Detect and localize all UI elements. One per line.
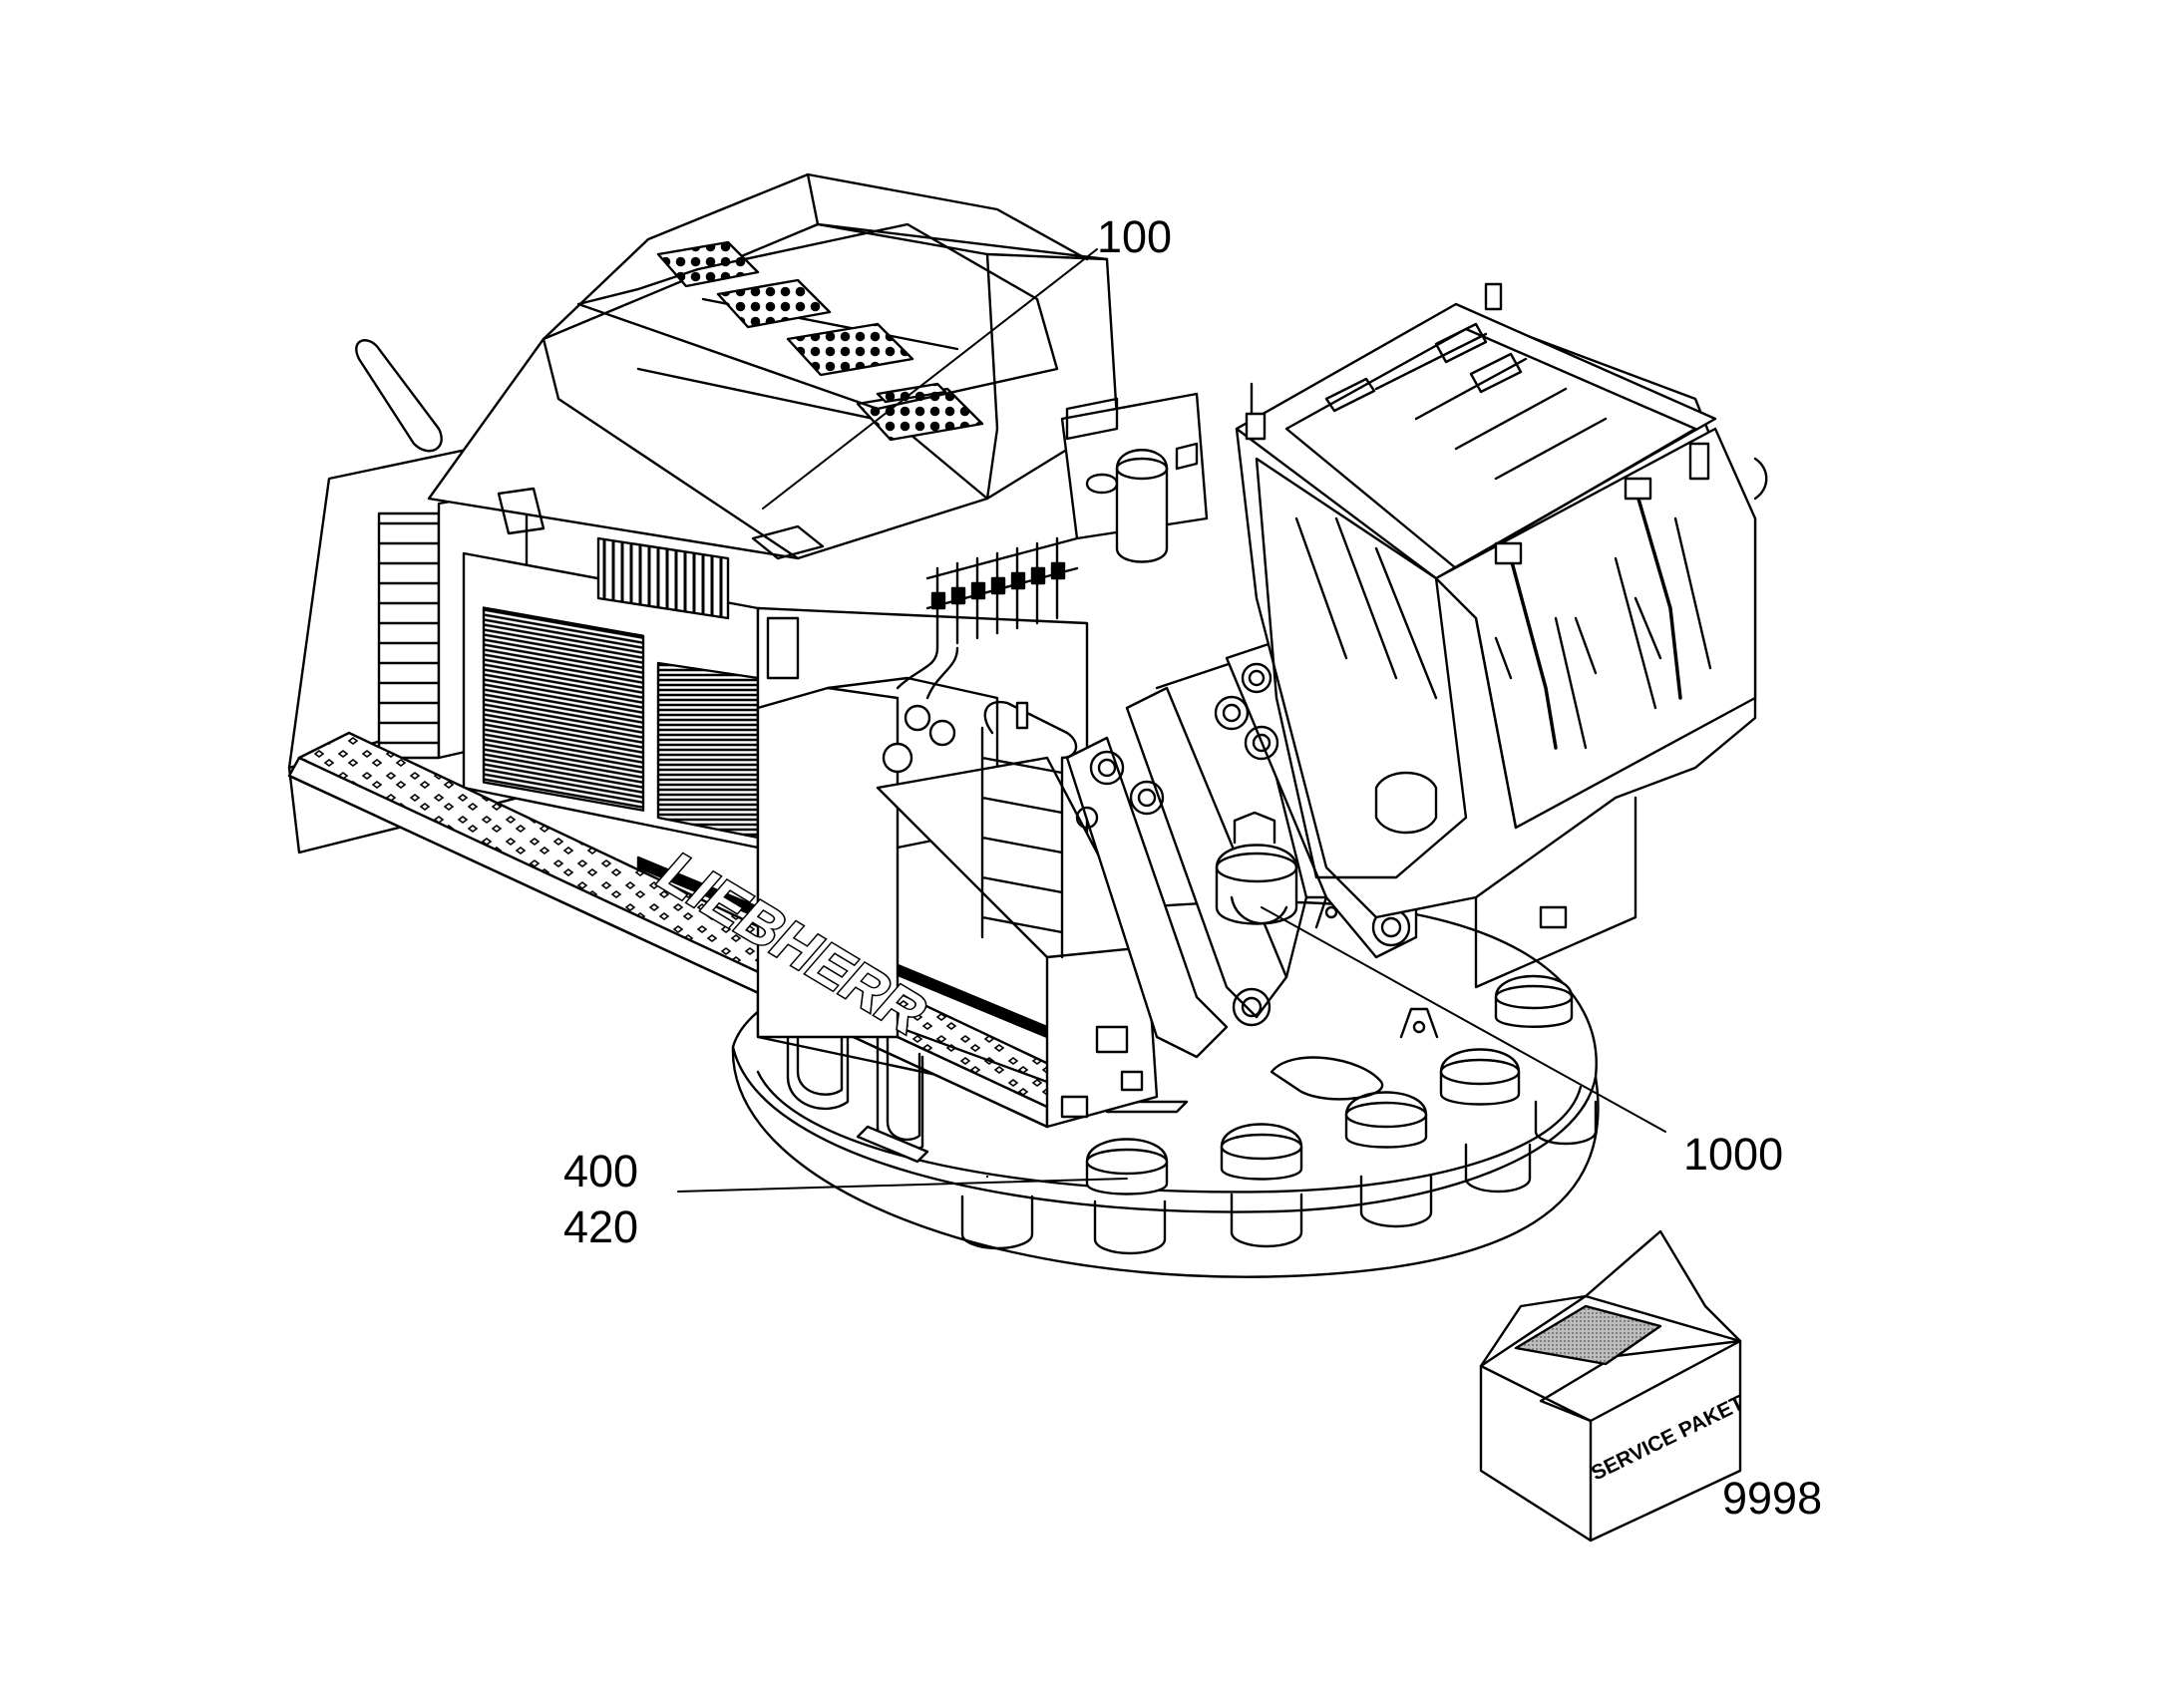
callout-100: 100 xyxy=(1097,211,1173,262)
leader-100 xyxy=(762,248,1098,510)
callout-1000: 1000 xyxy=(1683,1129,1784,1180)
bumper-domes xyxy=(1085,974,1574,1196)
rotary-joint-1000 xyxy=(1215,811,1338,929)
exhaust-pipe xyxy=(355,339,443,453)
wiper-arm-left xyxy=(1509,556,1558,750)
leader-1000 xyxy=(1261,906,1666,1133)
access-ladder xyxy=(980,726,1064,959)
service-package-box xyxy=(1479,1229,1742,1542)
hydraulic-tank-area xyxy=(896,392,1209,700)
leader-400-420 xyxy=(677,1178,1128,1193)
leader-lines xyxy=(677,248,1666,1193)
callout-9998: 9998 xyxy=(1722,1473,1823,1524)
ring-access-opening xyxy=(1270,1056,1384,1101)
counterweight-pads xyxy=(960,1100,1598,1255)
operator-cab xyxy=(1235,282,1768,989)
front-tool-box xyxy=(756,676,1159,1129)
engine-housing xyxy=(287,172,1119,1109)
engine-hood-100 xyxy=(427,222,1119,560)
callout-400: 400 xyxy=(563,1146,639,1196)
wiper-arm-right xyxy=(1634,487,1682,700)
callout-420: 420 xyxy=(563,1201,639,1252)
